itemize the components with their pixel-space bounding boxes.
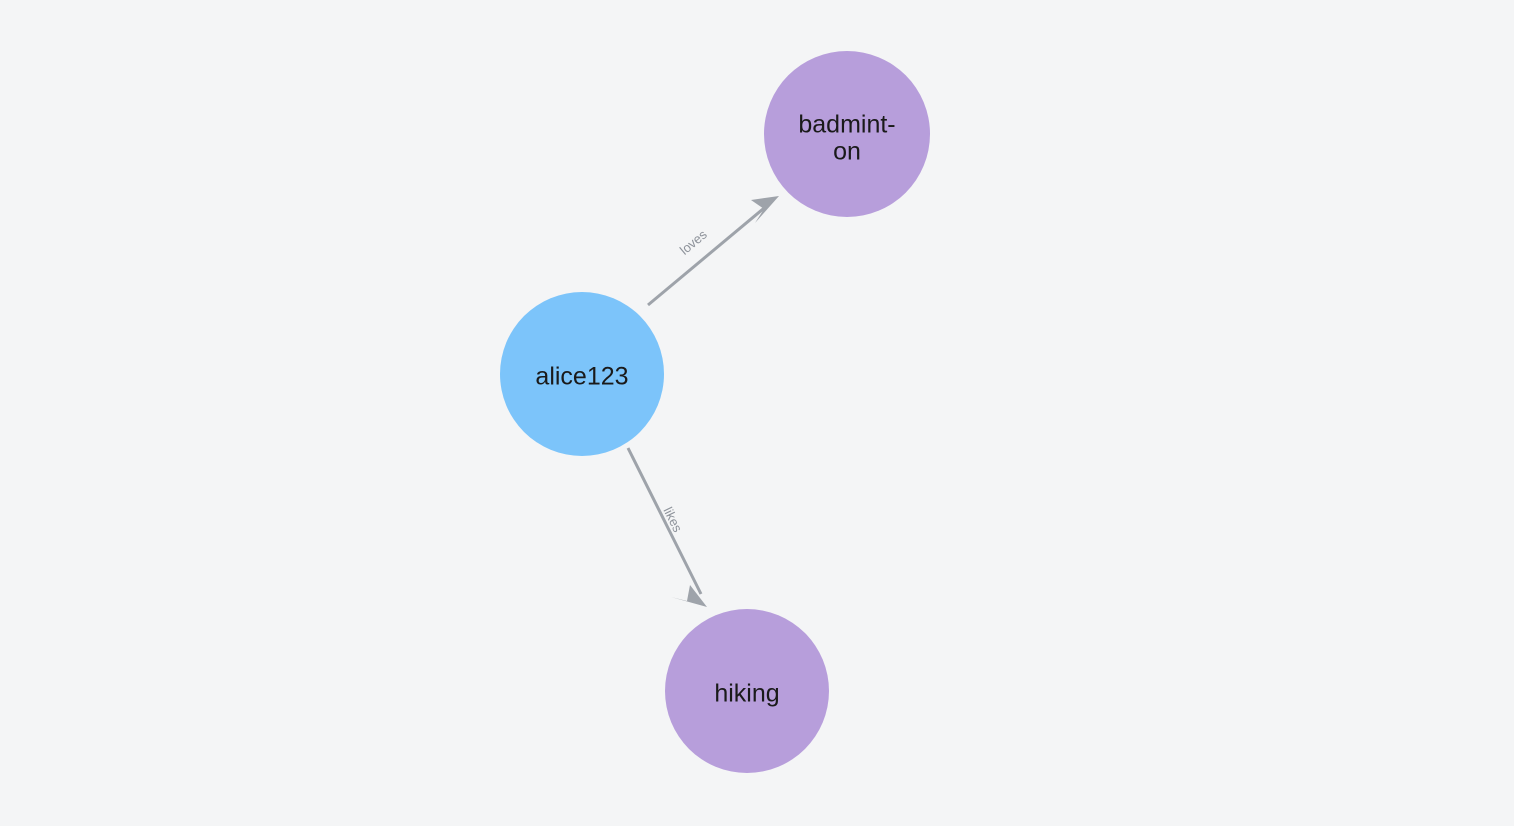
edge-arrowhead [671,585,707,607]
nodes-layer: badmint- on alice123 hiking [500,51,930,773]
node-alice123[interactable]: alice123 [500,292,664,456]
edge-label-loves: loves [677,226,710,257]
edge-arrowhead [751,196,779,223]
node-badminton[interactable]: badmint- on [764,51,930,217]
edge-alice123-likes-hiking[interactable]: likes [626,447,707,607]
node-circle[interactable] [764,51,930,217]
node-circle[interactable] [665,609,829,773]
node-circle[interactable] [500,292,664,456]
node-hiking[interactable]: hiking [665,609,829,773]
edge-alice123-loves-badminton[interactable]: loves [647,196,779,307]
edge-line[interactable] [626,447,703,595]
edge-line[interactable] [647,202,770,307]
